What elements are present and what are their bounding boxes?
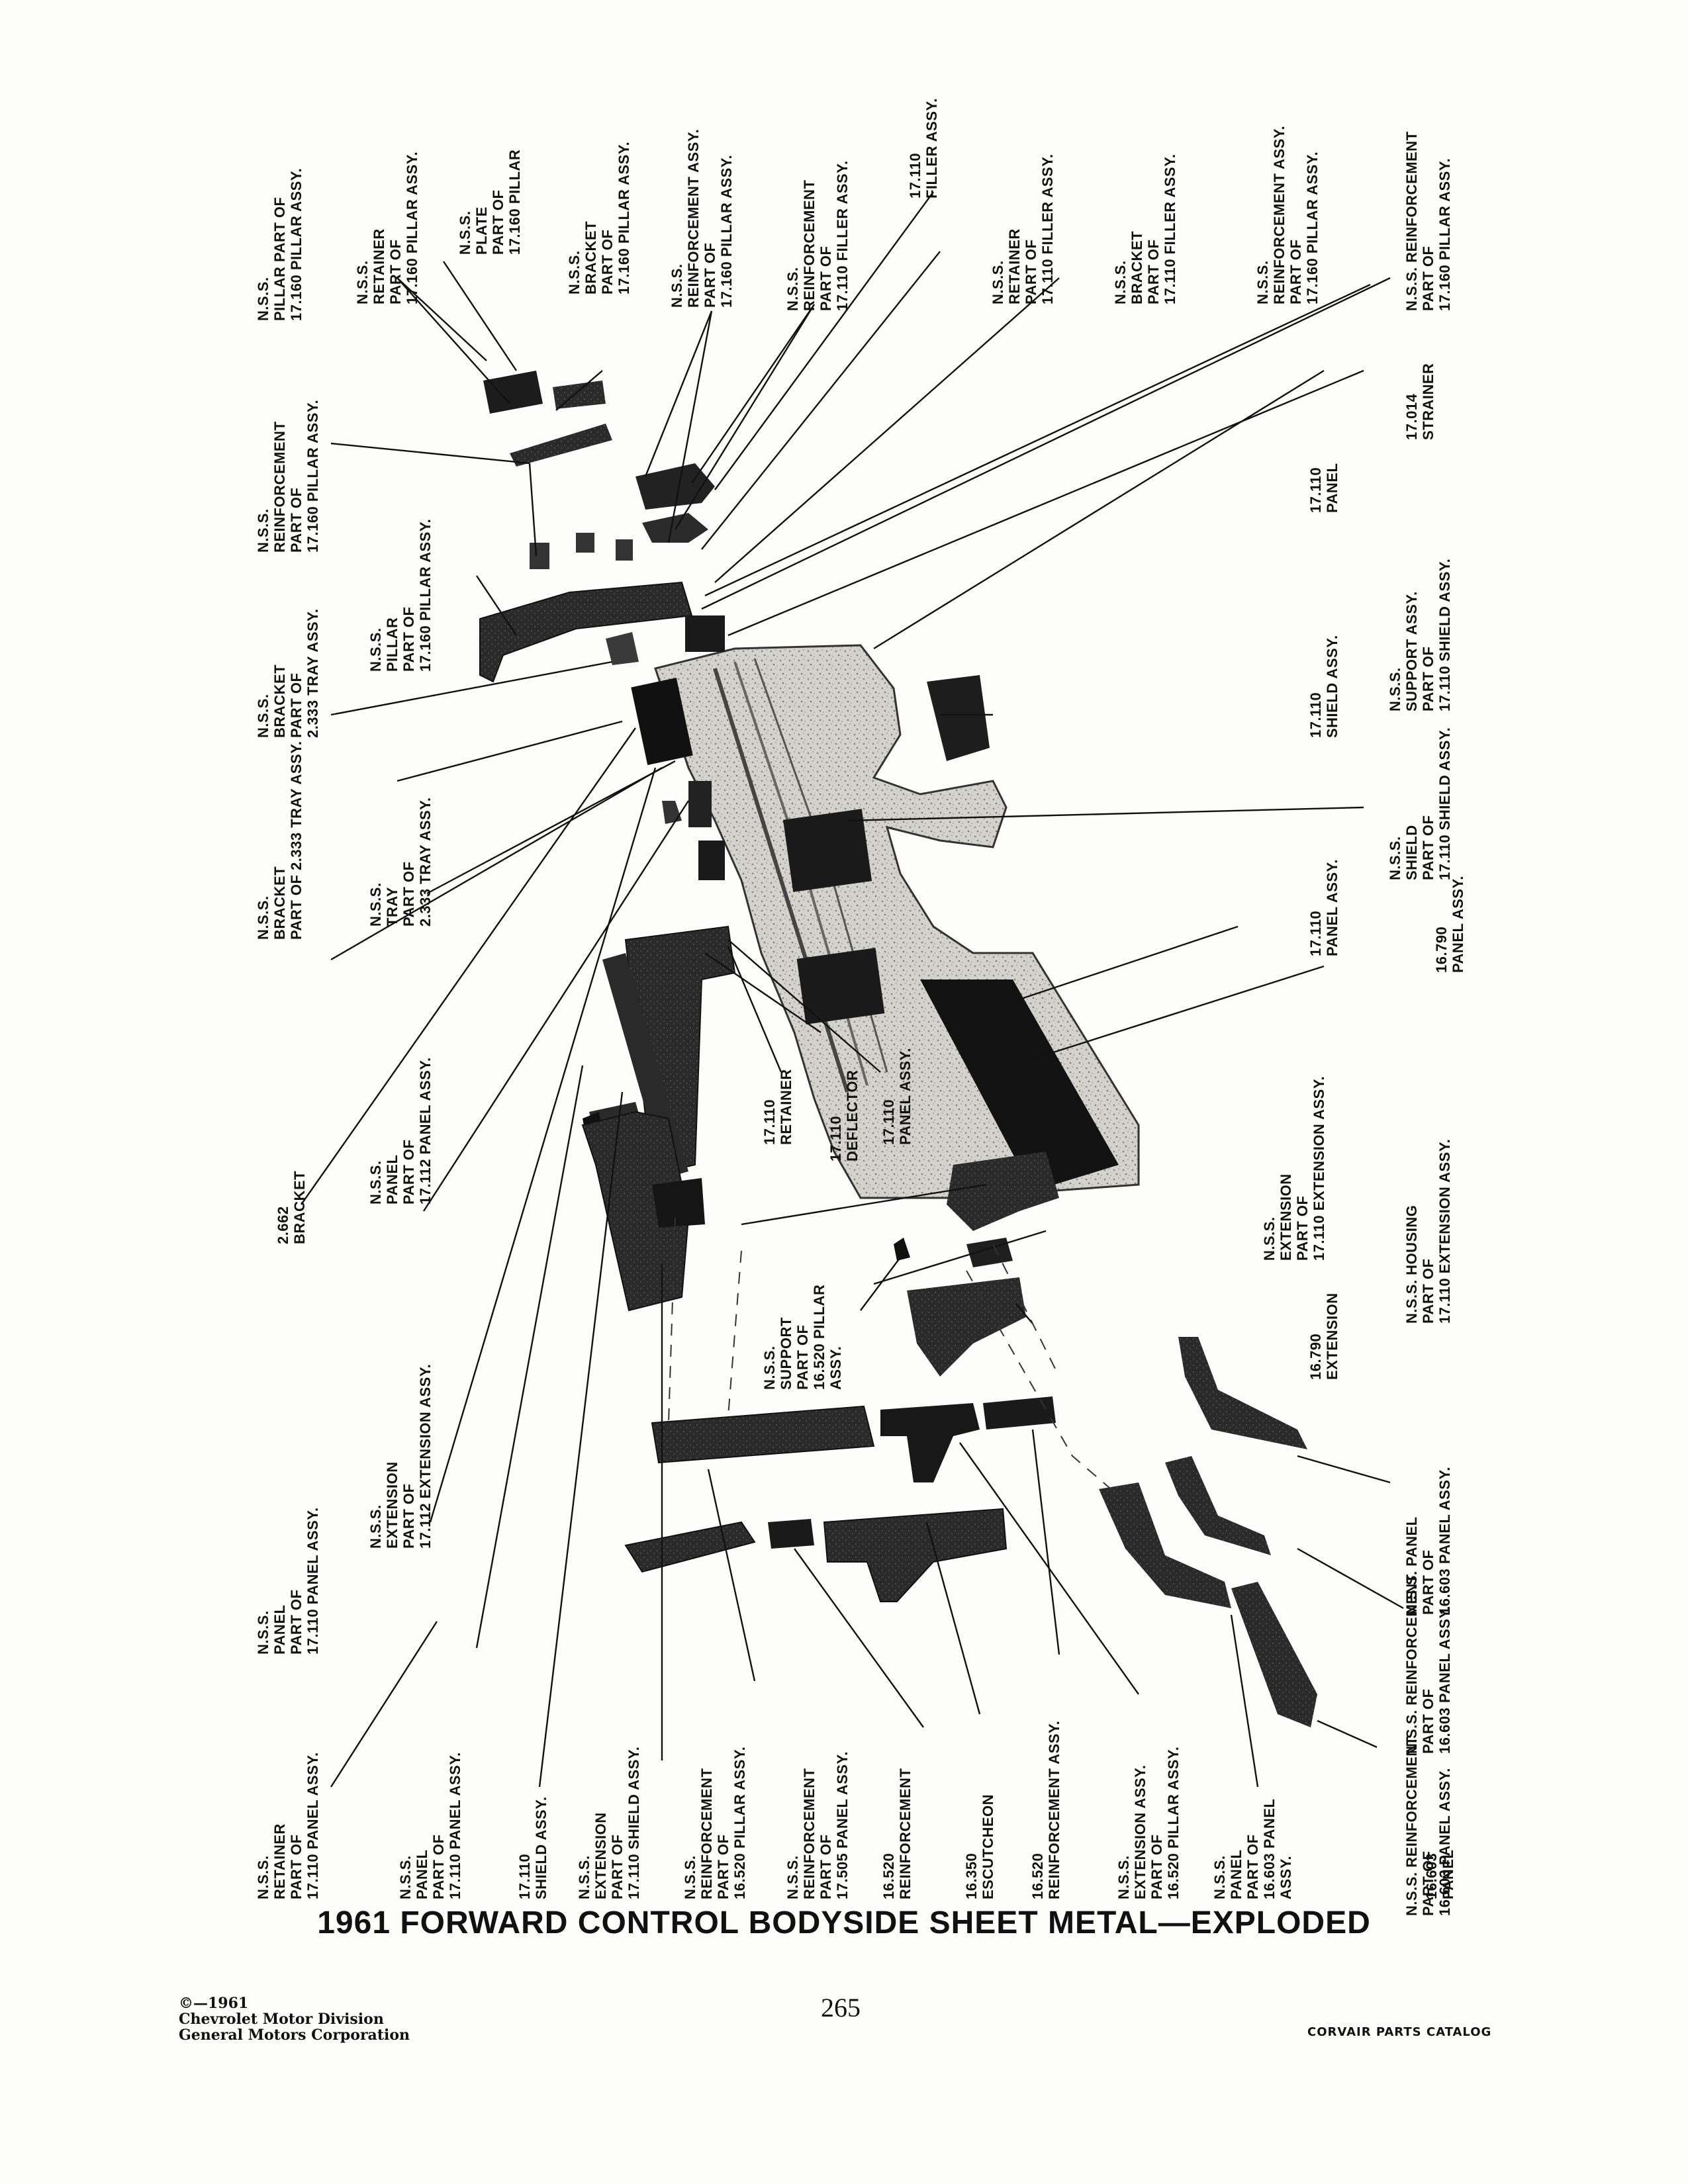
callout-label: 17.014 STRAINER (1403, 363, 1436, 440)
callout-label: N.S.S. BRACKET PART OF 2.333 TRAY ASSY. (255, 741, 305, 940)
callout-label: N.S.S. PANEL PART OF 17.112 PANEL ASSY. (367, 1057, 434, 1205)
callout-label: 17.110 SHIELD ASSY. (516, 1796, 549, 1899)
callout-label: N.S.S. PANEL PART OF 16.603 PANEL ASSY. (1211, 1798, 1294, 1899)
callout-label: N.S.S. HOUSING PART OF 17.110 EXTENSION … (1403, 1138, 1453, 1324)
callout-label: N.S.S. SUPPORT ASSY. PART OF 17.110 SHIE… (1387, 558, 1453, 711)
corporation-line: General Motors Corporation (179, 2026, 410, 2044)
callout-label: N.S.S. REINFORCEMENT PART OF 16.603 PANE… (1403, 1574, 1453, 1754)
callout-label: 17.110 PANEL ASSY. (880, 1048, 914, 1145)
callout-label: N.S.S. SUPPORT PART OF 16.520 PILLAR ASS… (761, 1284, 844, 1390)
callout-label: 17.110 PANEL ASSY. (1307, 859, 1340, 956)
callout-label: N.S.S. RETAINER PART OF 17.160 PILLAR AS… (354, 151, 420, 304)
callout-label: N.S.S. EXTENSION PART OF 17.112 EXTENSIO… (367, 1363, 434, 1549)
upper-pillar-parts (479, 371, 990, 880)
callout-label: 17.110 RETAINER (761, 1069, 794, 1145)
callout-label: N.S.S. EXTENSION ASSY. PART OF 16.520 PI… (1115, 1746, 1182, 1899)
callout-label: 16.350 ESCUTCHEON (963, 1794, 996, 1899)
main-bodyside-panel (654, 644, 1140, 1199)
callout-label: N.S.S. RETAINER PART OF 17.110 FILLER AS… (990, 154, 1056, 304)
callout-label: N.S.S. EXTENSION PART OF 17.110 SHIELD A… (576, 1746, 642, 1899)
callout-label: N.S.S. PILLAR PART OF 17.160 PILLAR ASSY… (367, 518, 434, 672)
callout-label: N.S.S. REINFORCEMENT PART OF 17.505 PANE… (784, 1751, 851, 1899)
callout-label: 16.790 PANEL ASSY. (1433, 876, 1466, 973)
callout-label: N.S.S. REINFORCEMENT PART OF 17.160 PILL… (1403, 131, 1453, 311)
page-number: 265 (821, 1993, 861, 2023)
callout-label: N.S.S. PILLAR PART OF 17.160 PILLAR ASSY… (255, 167, 305, 321)
callout-label: N.S.S. BRACKET PART OF 2.333 TRAY ASSY. (255, 608, 321, 738)
division-line: Chevrolet Motor Division (179, 2011, 384, 2028)
callout-label: N.S.S. PLATE PART OF 17.160 PILLAR (457, 149, 523, 255)
copyright-line: ©—1961 (179, 1995, 249, 2012)
callout-label: N.S.S. REINFORCEMENT ASSY. PART OF 17.16… (1254, 125, 1321, 304)
callout-label: 17.110 PANEL (1307, 463, 1340, 513)
lower-left-parts (581, 925, 1059, 1377)
callout-label: N.S.S. PANEL PART OF 17.110 PANEL ASSY. (397, 1752, 463, 1899)
callout-label: 17.110 SHIELD ASSY. (1307, 635, 1340, 738)
leader-lines (301, 191, 1404, 1788)
callout-label: 16.520 REINFORCEMENT (880, 1768, 914, 1899)
callout-label: N.S.S. TRAY PART OF 2.333 TRAY ASSY. (367, 797, 434, 927)
page-title: 1961 FORWARD CONTROL BODYSIDE SHEET META… (317, 1905, 1371, 1940)
callout-label: 16.520 REINFORCEMENT ASSY. (1029, 1720, 1062, 1899)
callout-label: N.S.S. BRACKET PART OF 17.160 PILLAR ASS… (566, 141, 632, 295)
callout-label: N.S.S. PANEL PART OF 17.110 PANEL ASSY. (255, 1507, 321, 1655)
callout-label: N.S.S. SHIELD PART OF 17.110 SHIELD ASSY… (1387, 727, 1453, 880)
catalog-name: CORVAIR PARTS CATALOG (1307, 2025, 1492, 2039)
callout-label: 16.603 PANEL (1423, 1849, 1456, 1899)
publisher-credit: ©—1961 Chevrolet Motor Division General … (179, 1995, 410, 2043)
callout-label: 2.662 BRACKET (275, 1170, 308, 1244)
bottom-trim-parts (624, 1337, 1317, 1727)
callout-label: 16.790 EXTENSION (1307, 1293, 1340, 1380)
callout-label: N.S.S. RETAINER PART OF 17.110 PANEL ASS… (255, 1752, 321, 1899)
callout-label: 17.110 DEFLECTOR (827, 1069, 861, 1161)
callout-label: N.S.S. REINFORCEMENT PART OF 17.160 PILL… (255, 399, 321, 553)
callout-label: N.S.S. BRACKET PART OF 17.110 FILLER ASS… (1112, 154, 1178, 304)
callout-label: N.S.S. REINFORCEMENT PART OF 16.520 PILL… (682, 1746, 748, 1899)
callout-label: 17.110 FILLER ASSY. (907, 98, 940, 199)
callout-label: N.S.S. EXTENSION PART OF 17.110 EXTENSIO… (1261, 1075, 1327, 1261)
phantom-lines (668, 1217, 1119, 1496)
callout-label: N.S.S. REINFORCEMENT ASSY. PART OF 17.16… (669, 128, 735, 308)
callout-label: N.S.S. REINFORCEMENT PART OF 17.110 FILL… (784, 160, 851, 311)
